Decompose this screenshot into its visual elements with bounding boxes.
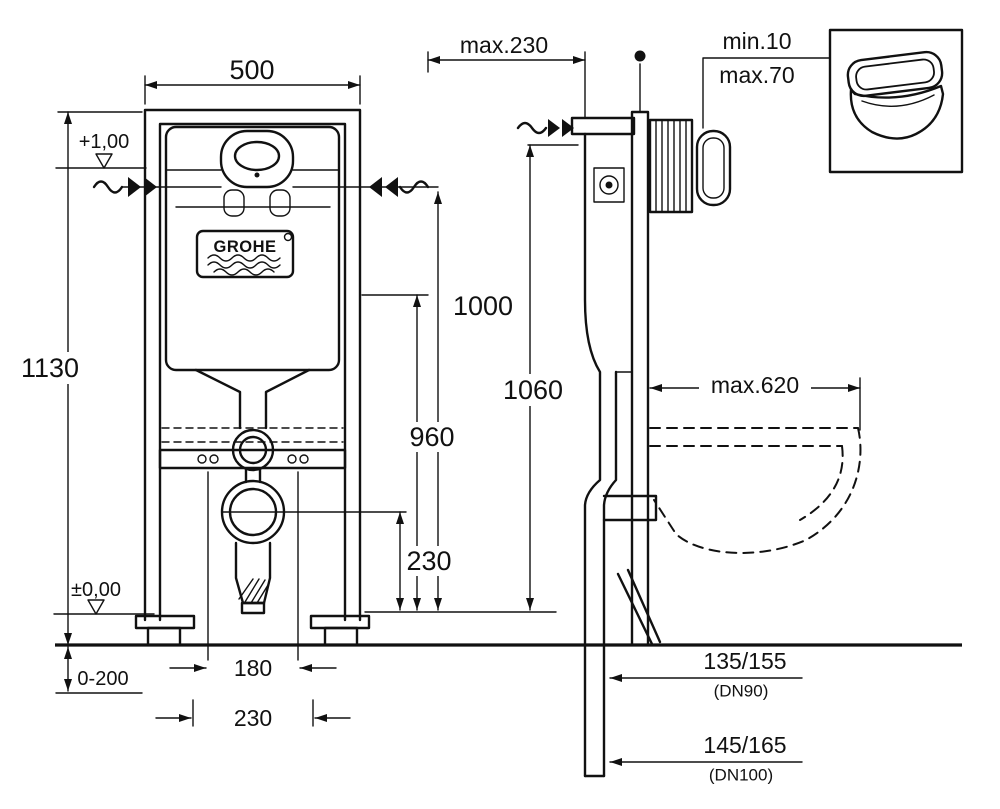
dimensions-heights bbox=[221, 191, 557, 613]
logo-wave-icon bbox=[207, 254, 281, 262]
fixing-hole bbox=[209, 454, 219, 464]
plumbing-front bbox=[161, 368, 344, 615]
outlet-dn100-name-label: (DN100) bbox=[709, 766, 773, 785]
flush-bend bbox=[231, 428, 275, 472]
dim-support-height-label: 960 bbox=[409, 422, 454, 452]
level-triangle-icon bbox=[87, 599, 105, 615]
flow-arrow-icon bbox=[144, 177, 157, 197]
flow-arrow-icon bbox=[548, 119, 560, 137]
dim-actuator-height-label: 1000 bbox=[453, 291, 513, 321]
outlet-dn90-name-label: (DN90) bbox=[714, 682, 769, 701]
fixing-hole bbox=[197, 454, 207, 464]
flow-arrow-icon bbox=[369, 177, 382, 197]
support-brace bbox=[616, 568, 662, 646]
water-wave-icon bbox=[398, 180, 430, 194]
actuator-sleeve bbox=[648, 118, 694, 214]
flow-arrow-icon bbox=[562, 119, 574, 137]
level-plus-label: +1,00 bbox=[79, 131, 130, 153]
water-connection-front bbox=[92, 177, 439, 197]
water-wave-icon bbox=[92, 180, 124, 194]
dim-front-distance-label: max.230 bbox=[460, 32, 548, 58]
wc-seat-lid bbox=[846, 50, 944, 98]
level-triangle-icon bbox=[95, 153, 113, 169]
wc-bowl bbox=[849, 84, 945, 140]
frame-rail-side bbox=[630, 110, 650, 647]
dimension-labels: 500 1130 +1,00 ±0,00 0-200 180 230 1000 … bbox=[20, 28, 811, 785]
cistern-front bbox=[164, 125, 341, 372]
foot-adjustment-label: 0-200 bbox=[77, 668, 128, 690]
dim-drain-height-label: 230 bbox=[406, 546, 451, 576]
dim-fixing-230-label: 230 bbox=[234, 705, 272, 731]
outlet-dn100-value-label: 145/165 bbox=[703, 732, 786, 758]
flush-plate-side bbox=[695, 129, 732, 207]
level-zero-label: ±0,00 bbox=[71, 579, 121, 601]
registered-mark-icon bbox=[283, 232, 293, 242]
reference-dot-icon bbox=[634, 50, 646, 62]
grohe-logo-plate bbox=[195, 229, 295, 279]
fill-valve bbox=[593, 167, 625, 203]
wc-product-icon bbox=[828, 28, 964, 174]
cistern-side-profile bbox=[583, 132, 602, 778]
flush-actuator bbox=[219, 129, 295, 189]
frame-top-bracket bbox=[570, 116, 636, 136]
dim-frame-width-label: 500 bbox=[229, 55, 274, 85]
side-view bbox=[516, 50, 732, 778]
flow-arrow-icon bbox=[128, 177, 141, 197]
cistern-body bbox=[164, 125, 341, 372]
dim-finish-max-label: max.70 bbox=[719, 62, 794, 88]
fixing-cross-rail bbox=[158, 448, 347, 470]
grohe-logo-text: GROHE bbox=[213, 238, 276, 256]
dimensions-side bbox=[427, 51, 861, 766]
frame-outline bbox=[143, 108, 362, 622]
dim-depth-max-label: max.620 bbox=[711, 372, 799, 398]
flow-arrow-icon bbox=[385, 177, 398, 197]
dim-fixing-180-label: 180 bbox=[234, 655, 272, 681]
wc-drain-socket-side bbox=[602, 494, 658, 522]
dim-frame-height-label: 1130 bbox=[21, 353, 79, 383]
fixing-hole bbox=[287, 454, 297, 464]
wc-bowl-dashed-outline bbox=[649, 427, 862, 554]
mounting-plate-dashed bbox=[161, 427, 344, 443]
outlet-dn90-value-label: 135/155 bbox=[703, 648, 786, 674]
front-view-frame bbox=[134, 108, 371, 647]
dim-finish-min-label: min.10 bbox=[722, 28, 791, 54]
water-wave-icon bbox=[516, 121, 548, 135]
dim-supply-height-label: 1060 bbox=[503, 375, 563, 405]
fixing-hole bbox=[299, 454, 309, 464]
drain-elbow bbox=[234, 541, 272, 605]
